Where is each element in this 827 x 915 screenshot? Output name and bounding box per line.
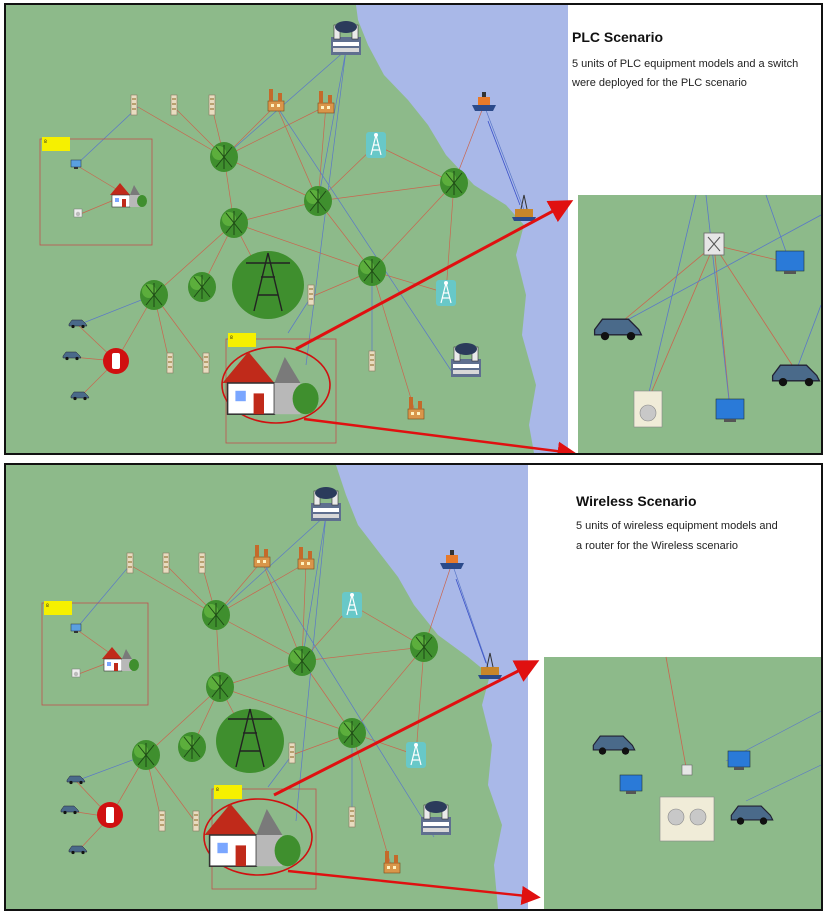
switch-icon: [703, 232, 725, 256]
tag-number: 8: [216, 787, 219, 793]
tree-node-icon: [337, 717, 367, 749]
washer-icon: [71, 668, 81, 678]
power-plant-icon: [310, 486, 342, 522]
office-tower-icon: [288, 742, 296, 764]
washer-icon: [659, 796, 715, 842]
tag-number: 8: [46, 603, 49, 609]
tree-node-icon: [209, 141, 239, 173]
office-tower-icon: [368, 350, 376, 372]
plc-inset-detail: [578, 194, 821, 453]
office-tower-icon: [130, 94, 138, 116]
zoom-arrow-up: [295, 200, 574, 351]
tree-node-icon: [219, 207, 249, 239]
cell-tower-icon: [435, 279, 457, 307]
washer-icon: [73, 208, 83, 218]
tree-node-icon: [201, 599, 231, 631]
transmission-tower-icon: [216, 708, 284, 773]
tree-node-icon: [139, 279, 169, 311]
cell-tower-icon: [405, 741, 427, 769]
plc-scenario-panel: 8: [4, 3, 823, 455]
panel-description-line: were deployed for the PLC scenario: [572, 77, 747, 89]
office-tower-icon: [166, 352, 174, 374]
office-tower-icon: [158, 810, 166, 832]
wireless-scenario-panel: 8 8: [4, 463, 823, 911]
office-tower-icon: [126, 552, 134, 574]
monitor-icon: [715, 398, 745, 422]
charger-icon: [97, 802, 123, 828]
office-tower-icon: [307, 284, 315, 306]
tree-node-icon: [131, 739, 161, 771]
wireless-inset-detail: [544, 656, 821, 909]
zoom-arrow-up: [273, 660, 540, 797]
tag-number: 8: [44, 139, 47, 145]
tree-node-icon: [409, 631, 439, 663]
router-icon: [681, 764, 693, 776]
tree-node-icon: [205, 671, 235, 703]
plc-network-diagram: 8: [6, 5, 821, 453]
panel-description-line: a router for the Wireless scenario: [576, 540, 739, 552]
zoom-arrow-down: [303, 417, 577, 453]
tree-node-icon: [439, 167, 469, 199]
tree-node-icon: [357, 255, 387, 287]
tree-node-icon: [177, 731, 207, 763]
tree-node-icon: [287, 645, 317, 677]
cell-tower-icon: [365, 131, 387, 159]
panel-title: Wireless Scenario: [576, 493, 697, 509]
transmission-tower-icon: [232, 251, 304, 319]
monitor-icon: [619, 774, 643, 794]
tag-number: 8: [230, 335, 233, 341]
zoom-arrow-down: [287, 869, 541, 906]
washer-icon: [633, 390, 663, 428]
tree-node-icon: [303, 185, 333, 217]
office-tower-icon: [162, 552, 170, 574]
tree-node-icon: [187, 271, 217, 303]
panel-description-line: 5 units of PLC equipment models and a sw…: [572, 58, 799, 70]
power-plant-icon: [450, 342, 482, 378]
panel-title: PLC Scenario: [572, 29, 664, 45]
office-tower-icon: [170, 94, 178, 116]
office-tower-icon: [348, 806, 356, 828]
power-plant-icon: [330, 20, 362, 56]
charger-icon: [103, 348, 129, 374]
office-tower-icon: [192, 810, 200, 832]
office-tower-icon: [202, 352, 210, 374]
power-plant-icon: [420, 800, 452, 836]
cell-tower-icon: [341, 591, 363, 619]
office-tower-icon: [198, 552, 206, 574]
office-tower-icon: [208, 94, 216, 116]
panel-description-line: 5 units of wireless equipment models and: [576, 520, 778, 532]
monitor-icon: [775, 250, 805, 274]
monitor-icon: [727, 750, 751, 770]
wireless-network-diagram: 8 8: [6, 465, 821, 909]
